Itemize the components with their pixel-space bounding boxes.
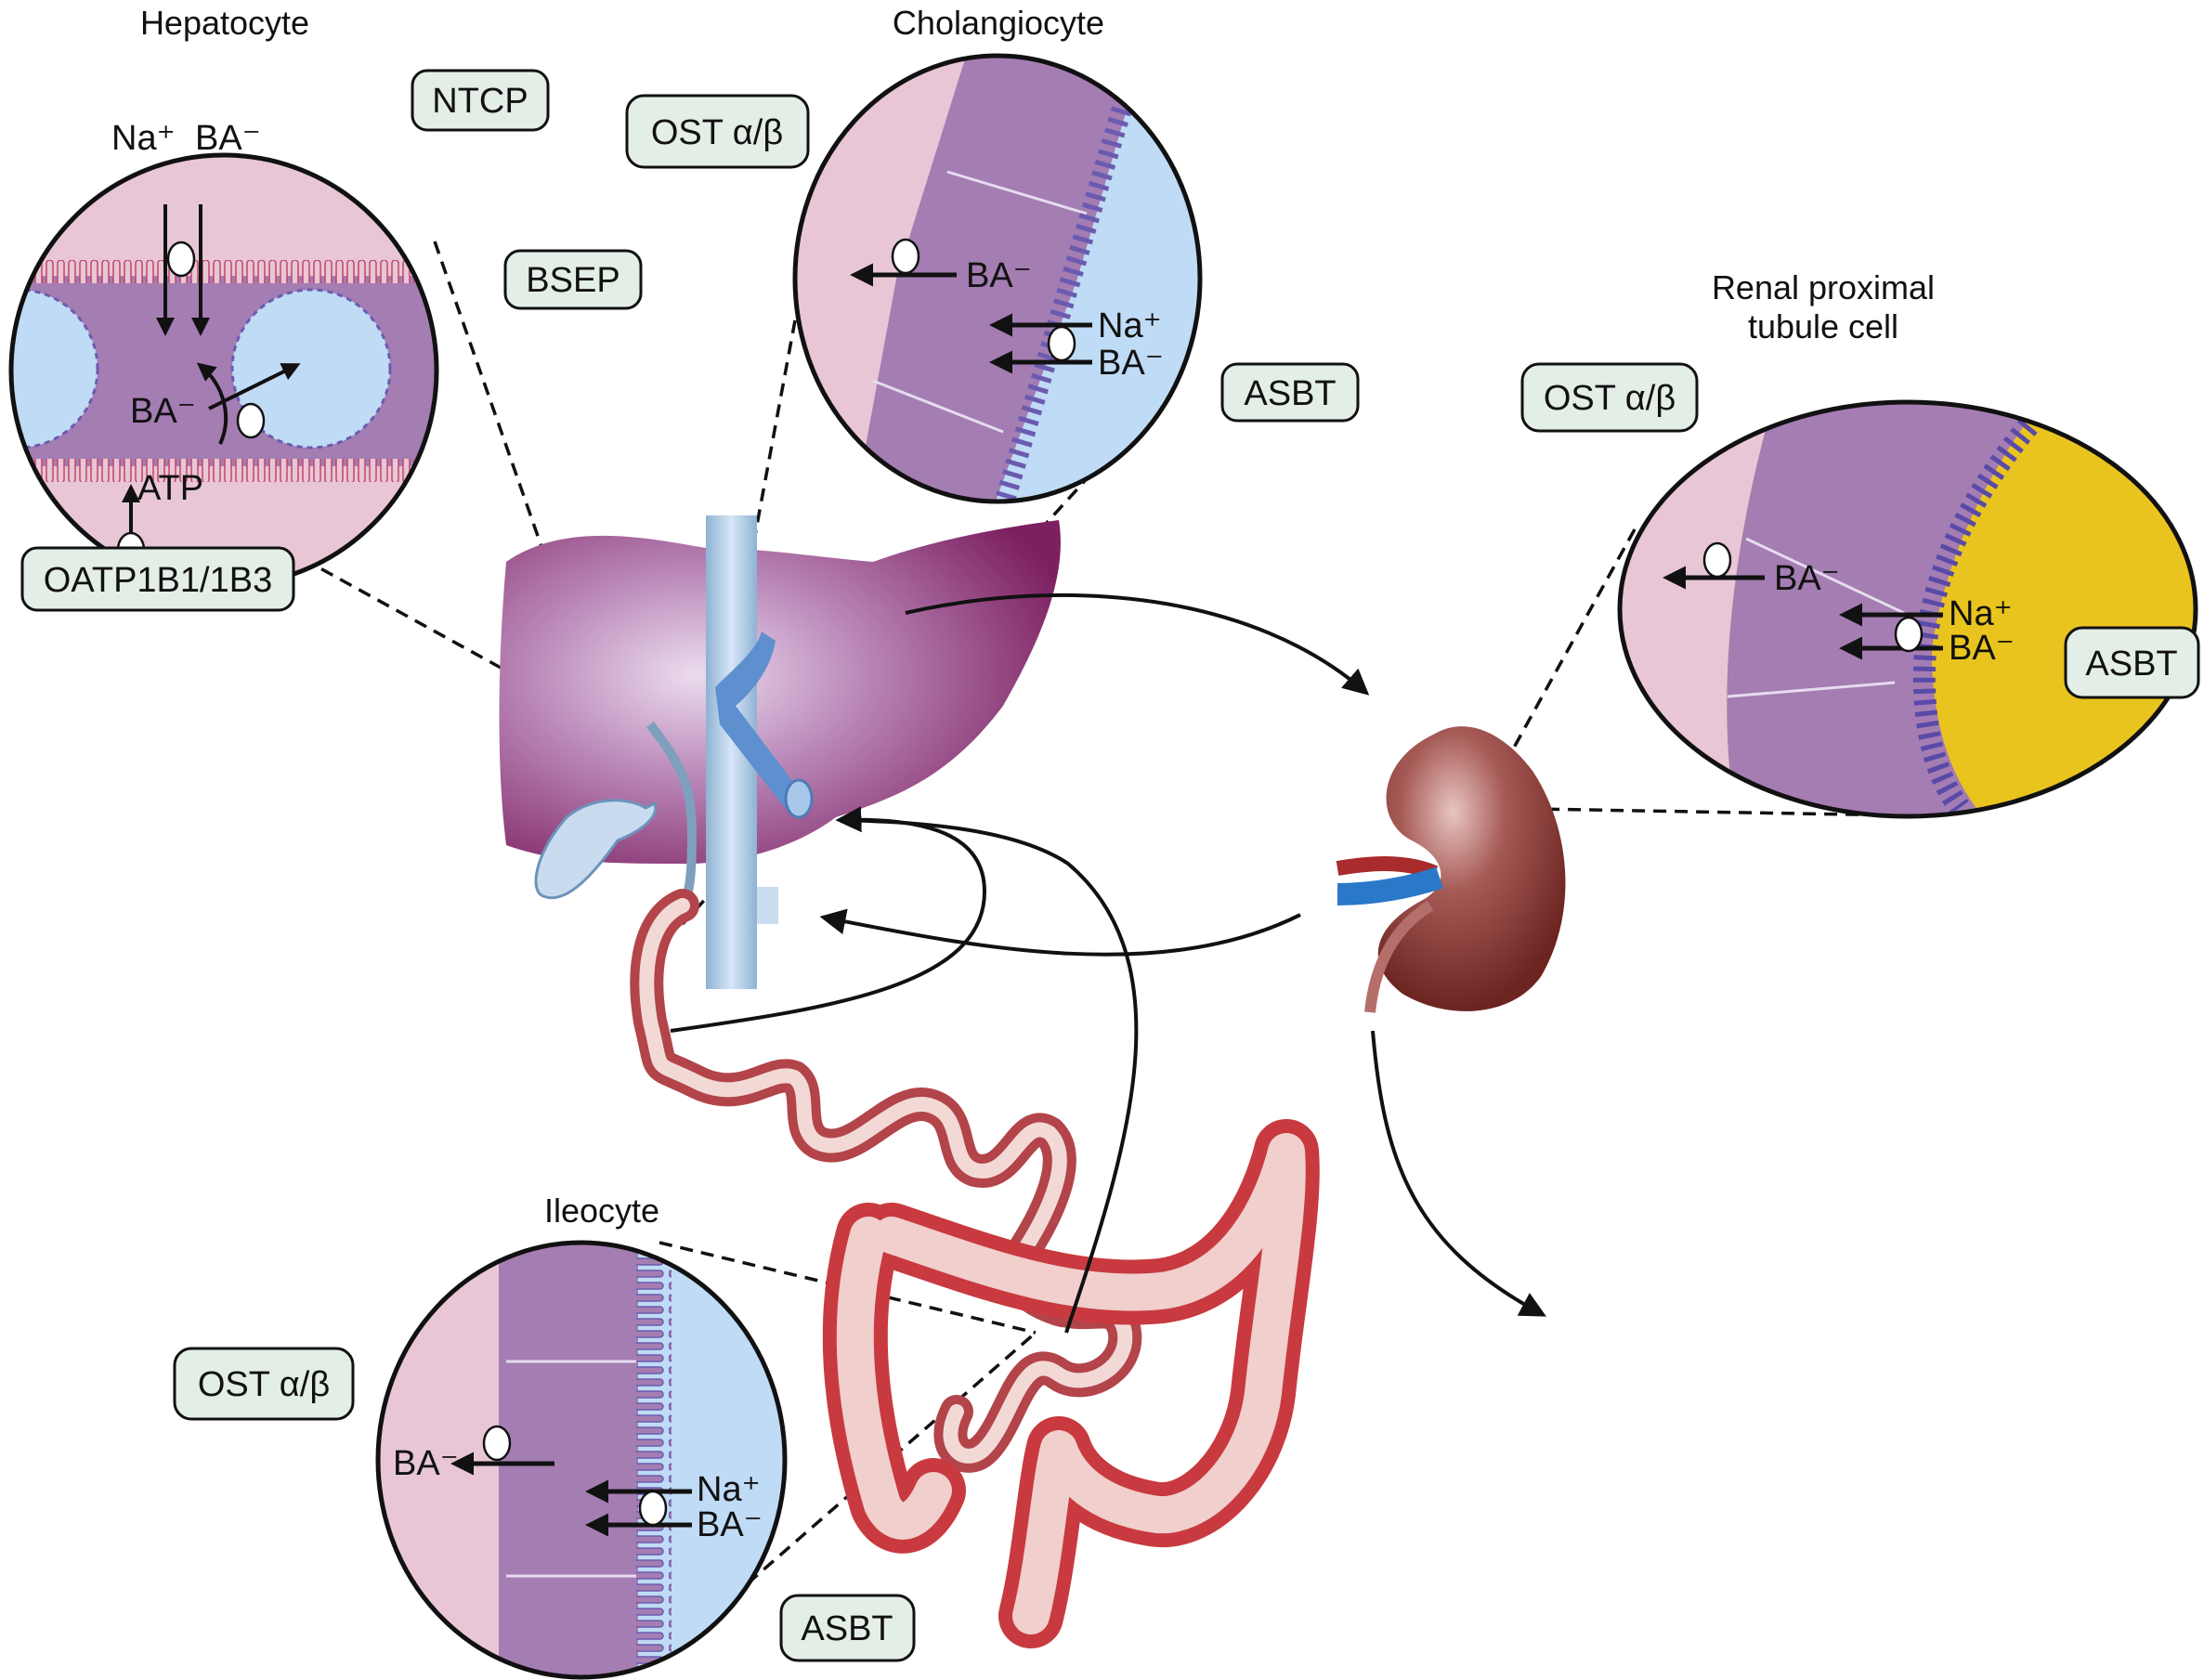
arrow-atp-drive <box>196 362 228 445</box>
cholangiocyte-cytoplasm <box>854 56 1142 501</box>
label-ntcp: NTCP <box>411 69 550 132</box>
ion-ba: BA⁻ <box>195 119 261 158</box>
small-intestine <box>630 889 1142 1473</box>
apical-microvilli <box>993 56 1148 501</box>
ion-ba-out: BA⁻ <box>1774 559 1840 598</box>
renal-inset: Renal proximal tubule cell BA⁻ Na⁺ BA⁻ <box>1617 268 2198 819</box>
ion-ba-in: BA⁻ <box>697 1505 763 1544</box>
liver <box>499 520 1061 864</box>
svg-text:BSEP: BSEP <box>526 261 619 300</box>
ost-transporter-icon <box>891 238 920 275</box>
ion-ba-out: BA⁻ <box>966 256 1032 295</box>
ntcp-transporter-icon <box>166 241 196 278</box>
svg-text:NTCP: NTCP <box>432 82 528 121</box>
label-asbt-renal: ASBT <box>2064 626 2200 699</box>
label-ost-ileocyte: OST α/β <box>173 1347 355 1421</box>
brush-border <box>1912 402 2052 815</box>
liver-shape <box>499 520 1061 864</box>
arrow-intestine-to-liver <box>670 806 987 1033</box>
ost-transporter-icon <box>1702 541 1732 579</box>
svg-text:OATP1B1/1B3: OATP1B1/1B3 <box>44 561 272 600</box>
arrow-kidney-to-urine <box>1371 1030 1546 1317</box>
brush-border <box>636 1243 672 1677</box>
kidney-shape <box>1377 726 1566 1011</box>
svg-text:OST α/β: OST α/β <box>1544 379 1676 418</box>
arrow-liver-to-kidney <box>905 593 1370 696</box>
vein-opening <box>784 778 814 819</box>
renal-title-line1: Renal proximal <box>1712 268 1935 306</box>
cholangiocyte-title: Cholangiocyte <box>893 4 1104 42</box>
portal-vein <box>706 515 814 989</box>
svg-text:ASBT: ASBT <box>801 1609 893 1648</box>
renal-vein <box>1337 866 1443 905</box>
connector-renal-kidney <box>1478 528 1905 817</box>
asbt-transporter-icon <box>1894 616 1924 653</box>
transporter-labels: NTCP BSEP OATP1B1/1B3 OST α/β ASBT OST α… <box>20 69 2200 1662</box>
hepatocyte-inset: Hepatocyte Na⁺ BA⁻ BA⁻ ATP <box>8 4 439 589</box>
ion-na: Na⁺ <box>1949 594 2013 633</box>
kidney <box>1336 726 1566 1013</box>
ileocyte-inset: Ileocyte BA⁻ Na⁺ BA⁻ <box>375 1192 788 1680</box>
asbt-transporter-icon <box>1047 325 1076 362</box>
svg-text:ASBT: ASBT <box>2085 645 2177 684</box>
cell-junction <box>1745 537 1905 615</box>
arrow-colon-to-liver <box>840 818 1139 1334</box>
label-bsep: BSEP <box>503 249 643 310</box>
hepatocyte-title: Hepatocyte <box>140 4 309 42</box>
ion-ba-in: BA⁻ <box>1949 629 2015 668</box>
gallbladder-shape <box>534 799 658 900</box>
asbt-transporter-icon <box>638 1490 668 1527</box>
blood-space <box>795 56 966 501</box>
ion-na: Na⁺ <box>697 1470 761 1509</box>
renal-artery <box>1336 856 1439 880</box>
ion-na: Na⁺ <box>1098 306 1162 345</box>
label-ost-renal: OST α/β <box>1520 362 1699 433</box>
colon-highlight <box>836 1133 1306 1634</box>
ileocyte-cytoplasm <box>499 1243 638 1677</box>
label-asbt-ileocyte: ASBT <box>779 1594 916 1662</box>
label-ost-cholangiocyte: OST α/β <box>625 94 810 169</box>
ion-ba-mid: BA⁻ <box>130 392 196 431</box>
ion-ba-in: BA⁻ <box>1098 344 1164 383</box>
bile-canaliculus-right <box>230 288 392 449</box>
ion-ba-out: BA⁻ <box>393 1444 459 1483</box>
cholangiocyte-outline <box>792 53 1203 504</box>
ion-atp: ATP <box>137 469 203 508</box>
svg-text:ASBT: ASBT <box>1244 374 1336 413</box>
hepatic-vein-branch <box>715 632 799 808</box>
circulation-arrows <box>670 593 1546 1334</box>
svg-text:OST α/β: OST α/β <box>651 113 783 152</box>
basolateral-membrane-bottom <box>11 459 437 482</box>
arrow-kidney-to-portal <box>819 908 1301 957</box>
cholangiocyte-inset: Cholangiocyte BA⁻ Na⁺ BA⁻ <box>792 4 1203 504</box>
label-asbt-cholangiocyte: ASBT <box>1220 362 1360 423</box>
renal-outline <box>1617 399 2198 819</box>
colon <box>822 1119 1320 1648</box>
ion-na: Na⁺ <box>111 119 176 158</box>
small-intestine-highlight <box>639 898 1133 1464</box>
cell-junction <box>946 170 1088 215</box>
cell-junction <box>1727 681 1896 698</box>
ureter <box>1364 900 1434 1013</box>
basolateral-membrane-top <box>11 260 437 283</box>
ost-transporter-icon <box>482 1425 512 1462</box>
svg-text:OST α/β: OST α/β <box>198 1365 330 1404</box>
renal-title-line2: tubule cell <box>1748 307 1898 345</box>
vein-branch <box>757 887 778 924</box>
ileocyte-outline <box>375 1240 788 1680</box>
label-oatp: OATP1B1/1B3 <box>20 546 295 612</box>
bsep-transporter-icon <box>236 402 266 439</box>
ileocyte-title: Ileocyte <box>544 1192 659 1230</box>
cell-junction <box>872 379 1004 434</box>
